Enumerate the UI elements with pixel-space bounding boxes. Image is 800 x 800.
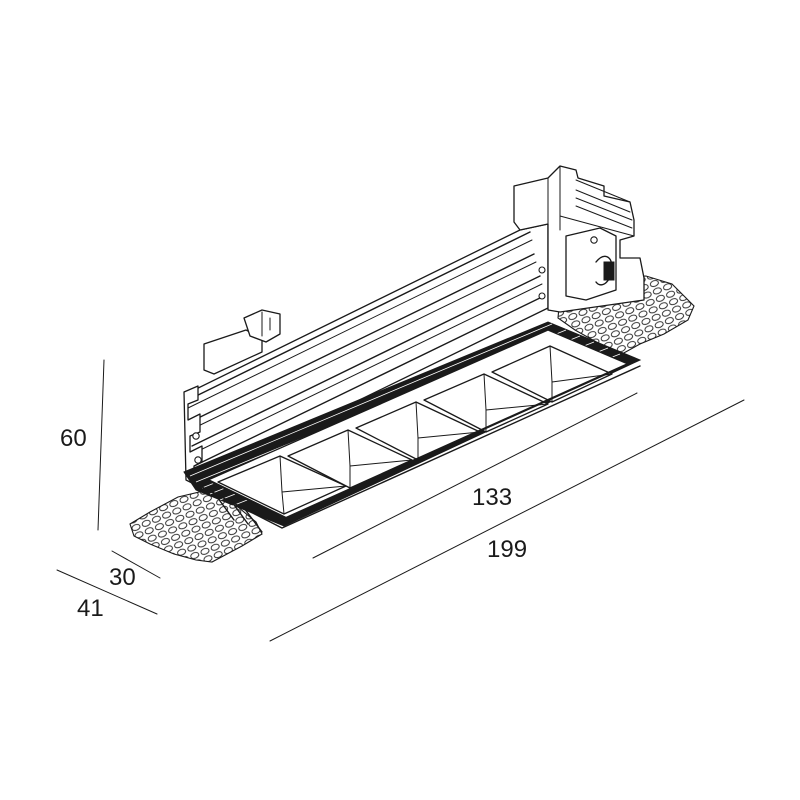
inner-length-label: 133 [472, 484, 512, 511]
trim-lower-lip [199, 365, 641, 529]
trimless-fixture [129, 165, 695, 563]
left-screw-top [192, 432, 200, 440]
left-spring-clips [211, 489, 263, 533]
inner-depth-dimension-line [111, 550, 161, 579]
height-label: 60 [60, 425, 87, 452]
outer-depth-label: 41 [77, 595, 104, 622]
connector-pocket [565, 227, 617, 301]
right-rib-screw-top [538, 266, 546, 274]
left-perforated-flange [129, 489, 263, 563]
terminal-block [603, 261, 615, 281]
right-end-steps [547, 165, 635, 237]
left-end-bracket [203, 329, 263, 375]
inner-depth-label: 30 [109, 564, 136, 591]
dimension-lines [56, 359, 745, 642]
left-screw-bottom [194, 456, 202, 464]
housing-ribs [187, 231, 545, 467]
dimension-labels: 60 30 41 133 199 [60, 425, 527, 622]
outer-length-label: 199 [487, 536, 527, 563]
right-screw [590, 236, 598, 244]
inner-length-dimension-line [312, 392, 638, 559]
height-dimension-line [97, 359, 105, 531]
trim-outer-edge [206, 362, 630, 520]
outer-length-dimension-line [269, 399, 745, 642]
outer-depth-dimension-line [56, 569, 158, 615]
right-rib-screw-bottom [538, 292, 546, 300]
